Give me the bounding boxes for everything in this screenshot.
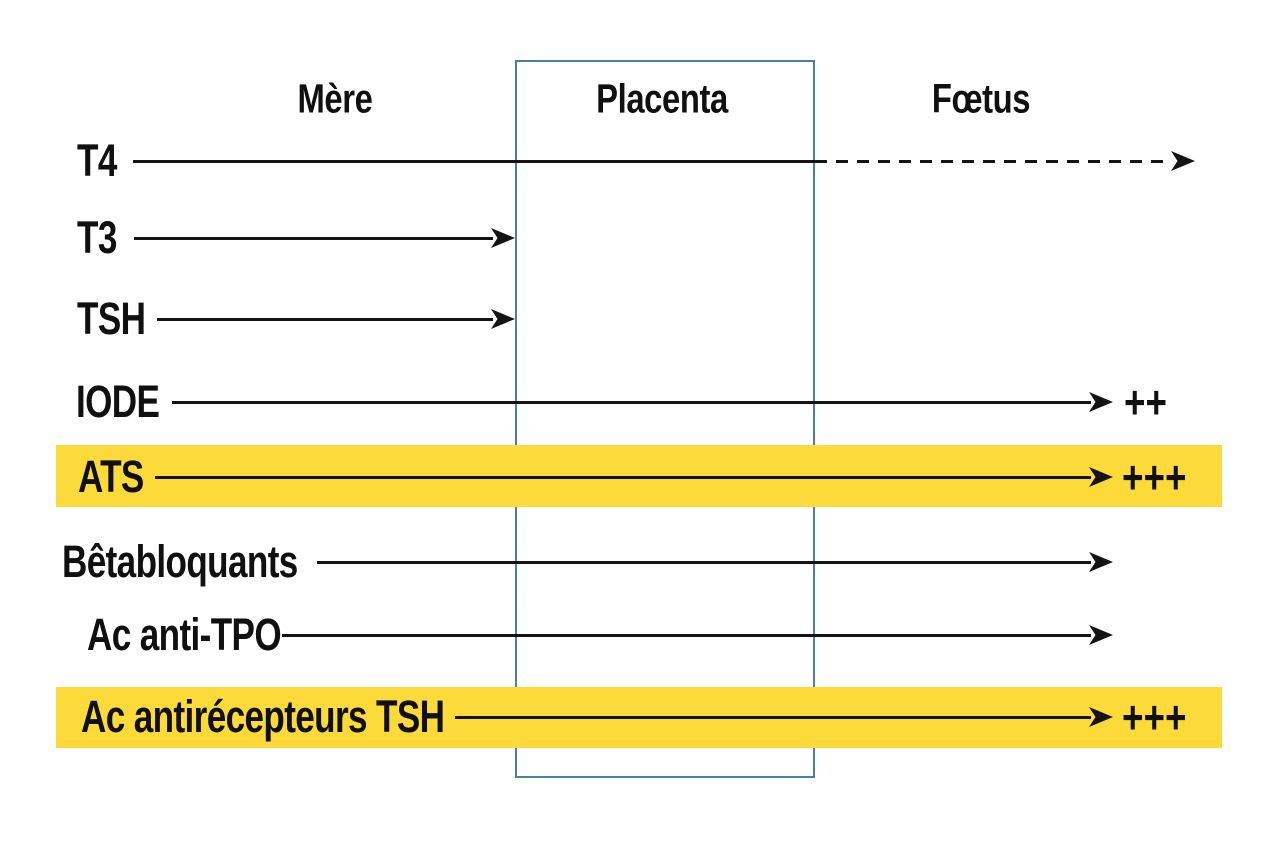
arrow-shaft-betabloquants [317, 560, 1091, 564]
arrow-shaft-ats [155, 475, 1091, 479]
row-label-t4: T4 [77, 135, 117, 186]
arrow-shaft-tsh [157, 317, 493, 321]
arrowhead-tsh [491, 309, 515, 329]
column-header-placenta: Placenta [596, 75, 728, 122]
arrowhead-betabloquants [1089, 552, 1113, 572]
column-header-foetus: Fœtus [931, 75, 1031, 122]
row-label-ac-antirecepteurs-tsh: Ac antirécepteurs TSH [81, 691, 445, 742]
marker-ac-antirecepteurs-tsh: +++ [1122, 691, 1187, 743]
row-label-tsh: TSH [77, 293, 146, 344]
marker-ats: +++ [1122, 451, 1187, 503]
row-label-t3: T3 [77, 212, 117, 263]
arrow-shaft-t3 [134, 236, 493, 240]
row-label-ats: ATS [78, 451, 144, 502]
row-label-iode: IODE [76, 376, 160, 427]
arrowhead-ac-antirecepteurs-tsh [1089, 707, 1113, 727]
arrowhead-t3 [491, 228, 515, 248]
arrow-shaft-t4-solid [133, 159, 815, 163]
row-label-betabloquants: Bêtabloquants [62, 536, 298, 587]
arrow-shaft-ac-antirecepteurs-tsh [455, 715, 1091, 719]
placenta-box [515, 60, 815, 778]
row-label-ac-anti-tpo: Ac anti-TPO [87, 609, 282, 660]
arrow-shaft-iode [172, 400, 1091, 404]
column-header-mere: Mère [297, 75, 373, 122]
marker-iode: ++ [1124, 376, 1167, 428]
arrowhead-ac-anti-tpo [1089, 625, 1113, 645]
arrowhead-iode [1089, 392, 1113, 412]
arrow-shaft-t4-dashed [815, 159, 1171, 163]
arrowhead-t4 [1171, 151, 1195, 171]
arrow-shaft-ac-anti-tpo [282, 633, 1091, 637]
arrowhead-ats [1089, 467, 1113, 487]
